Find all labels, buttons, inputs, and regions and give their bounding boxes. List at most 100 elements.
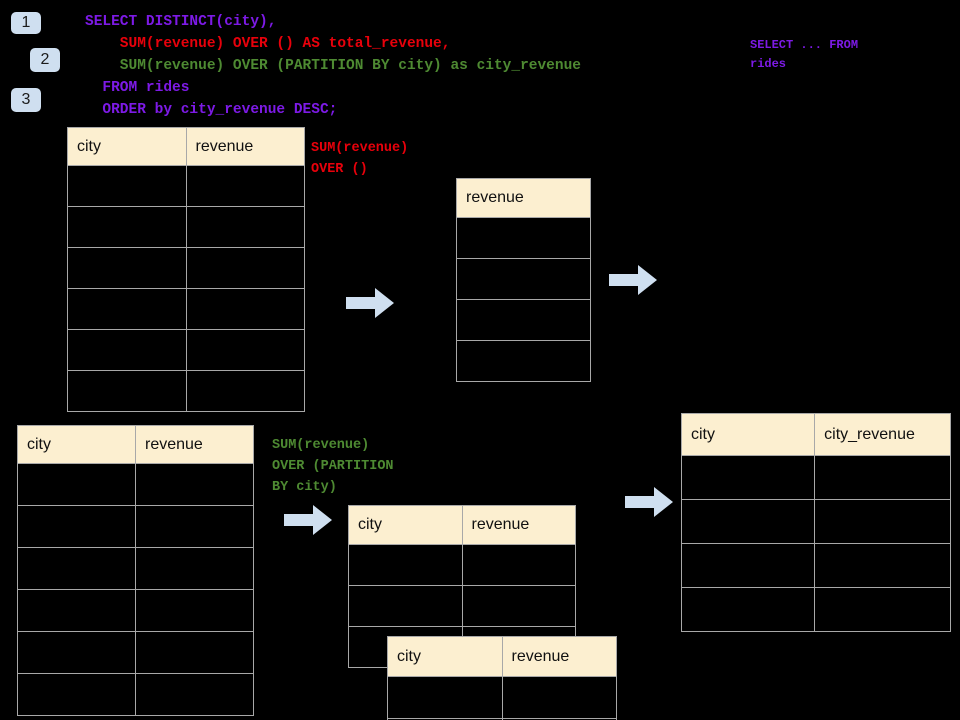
table-body bbox=[17, 463, 254, 716]
cell bbox=[680, 587, 816, 632]
column-header-city: city bbox=[67, 127, 187, 166]
column-header-city-revenue: city_revenue bbox=[814, 413, 951, 456]
cell bbox=[185, 206, 305, 248]
column-header-city: city bbox=[348, 505, 463, 545]
cell bbox=[135, 547, 254, 590]
step-badge-3: 3 bbox=[11, 88, 41, 112]
cell bbox=[814, 455, 951, 500]
cell bbox=[814, 587, 951, 632]
annotation-sum-over-partition: SUM(revenue) OVER (PARTITION BY city) bbox=[272, 438, 394, 495]
arrow-partition-to-result bbox=[625, 487, 673, 517]
table-row bbox=[17, 631, 254, 674]
cell bbox=[67, 329, 187, 371]
cell bbox=[814, 499, 951, 544]
table-header-row: city revenue bbox=[348, 505, 576, 545]
table-row bbox=[17, 463, 254, 506]
cell bbox=[387, 676, 503, 719]
cell bbox=[348, 544, 463, 586]
table-header-row: city revenue bbox=[387, 636, 617, 677]
table-body bbox=[387, 676, 617, 720]
step-badge-1: 1 bbox=[11, 12, 41, 34]
cell bbox=[185, 329, 305, 371]
column-header-revenue: revenue bbox=[501, 636, 617, 677]
column-header-city: city bbox=[387, 636, 503, 677]
total-revenue-table: revenue bbox=[456, 178, 591, 382]
cell bbox=[348, 585, 463, 627]
table-row bbox=[67, 247, 305, 289]
table-row bbox=[387, 676, 617, 719]
cell bbox=[680, 499, 816, 544]
sql-line-3: SUM(revenue) OVER (PARTITION BY city) as… bbox=[85, 58, 581, 74]
table-row bbox=[456, 340, 591, 382]
column-header-revenue: revenue bbox=[185, 127, 305, 166]
cell bbox=[461, 544, 576, 586]
cell bbox=[135, 463, 254, 506]
table-row bbox=[680, 499, 951, 544]
table-row bbox=[67, 206, 305, 248]
cell bbox=[185, 370, 305, 412]
table-row bbox=[17, 505, 254, 548]
cell bbox=[456, 299, 591, 341]
sql-line-4: FROM rides bbox=[85, 80, 190, 96]
cell bbox=[67, 165, 187, 207]
cell bbox=[680, 455, 816, 500]
table-row bbox=[67, 165, 305, 207]
table-row bbox=[680, 543, 951, 588]
cell bbox=[456, 217, 591, 259]
sql-line-5: ORDER by city_revenue DESC; bbox=[85, 102, 338, 118]
table-header-row: city revenue bbox=[17, 425, 254, 464]
cell bbox=[135, 673, 254, 716]
arrow-total-to-result bbox=[609, 265, 657, 295]
cell bbox=[17, 505, 136, 548]
cell bbox=[17, 463, 136, 506]
annotation-select-from: SELECT ... FROM rides bbox=[750, 38, 859, 71]
cell bbox=[17, 589, 136, 632]
cell bbox=[185, 288, 305, 330]
table-row bbox=[17, 547, 254, 590]
cell bbox=[680, 543, 816, 588]
cell bbox=[456, 340, 591, 382]
arrow-source-to-total bbox=[346, 288, 394, 318]
table-row bbox=[680, 587, 951, 632]
rides-source-table: city revenue bbox=[67, 127, 305, 412]
cell bbox=[135, 631, 254, 674]
cell bbox=[135, 505, 254, 548]
final-result-table: city city_revenue bbox=[680, 413, 951, 632]
cell bbox=[67, 206, 187, 248]
step-badge-2: 2 bbox=[30, 48, 60, 72]
column-header-revenue: revenue bbox=[135, 425, 254, 464]
column-header-city: city bbox=[17, 425, 136, 464]
cell bbox=[17, 631, 136, 674]
table-row bbox=[17, 673, 254, 716]
table-row bbox=[67, 329, 305, 371]
cell bbox=[814, 543, 951, 588]
cell bbox=[185, 165, 305, 207]
rides-source-table-partition: city revenue bbox=[17, 425, 254, 716]
column-header-city: city bbox=[680, 413, 816, 456]
table-row bbox=[680, 455, 951, 500]
table-row bbox=[17, 589, 254, 632]
cell bbox=[461, 585, 576, 627]
column-header-revenue: revenue bbox=[461, 505, 576, 545]
table-row bbox=[387, 718, 617, 720]
table-row bbox=[348, 585, 576, 627]
cell bbox=[135, 589, 254, 632]
annotation-sum-over-empty: SUM(revenue) OVER () bbox=[311, 141, 409, 177]
cell bbox=[67, 288, 187, 330]
cell bbox=[17, 547, 136, 590]
cell bbox=[67, 370, 187, 412]
step-badge-2-label: 2 bbox=[40, 51, 50, 68]
table-row bbox=[456, 258, 591, 300]
cell bbox=[185, 247, 305, 289]
table-body bbox=[67, 165, 305, 412]
sql-line-2: SUM(revenue) OVER () AS total_revenue, bbox=[85, 36, 451, 52]
table-row bbox=[67, 370, 305, 412]
cell bbox=[501, 676, 617, 719]
table-row bbox=[456, 217, 591, 259]
partition-group-table-front: city revenue bbox=[387, 636, 617, 720]
table-header-row: revenue bbox=[456, 178, 591, 218]
table-body bbox=[680, 455, 951, 632]
cell bbox=[67, 247, 187, 289]
table-row bbox=[456, 299, 591, 341]
